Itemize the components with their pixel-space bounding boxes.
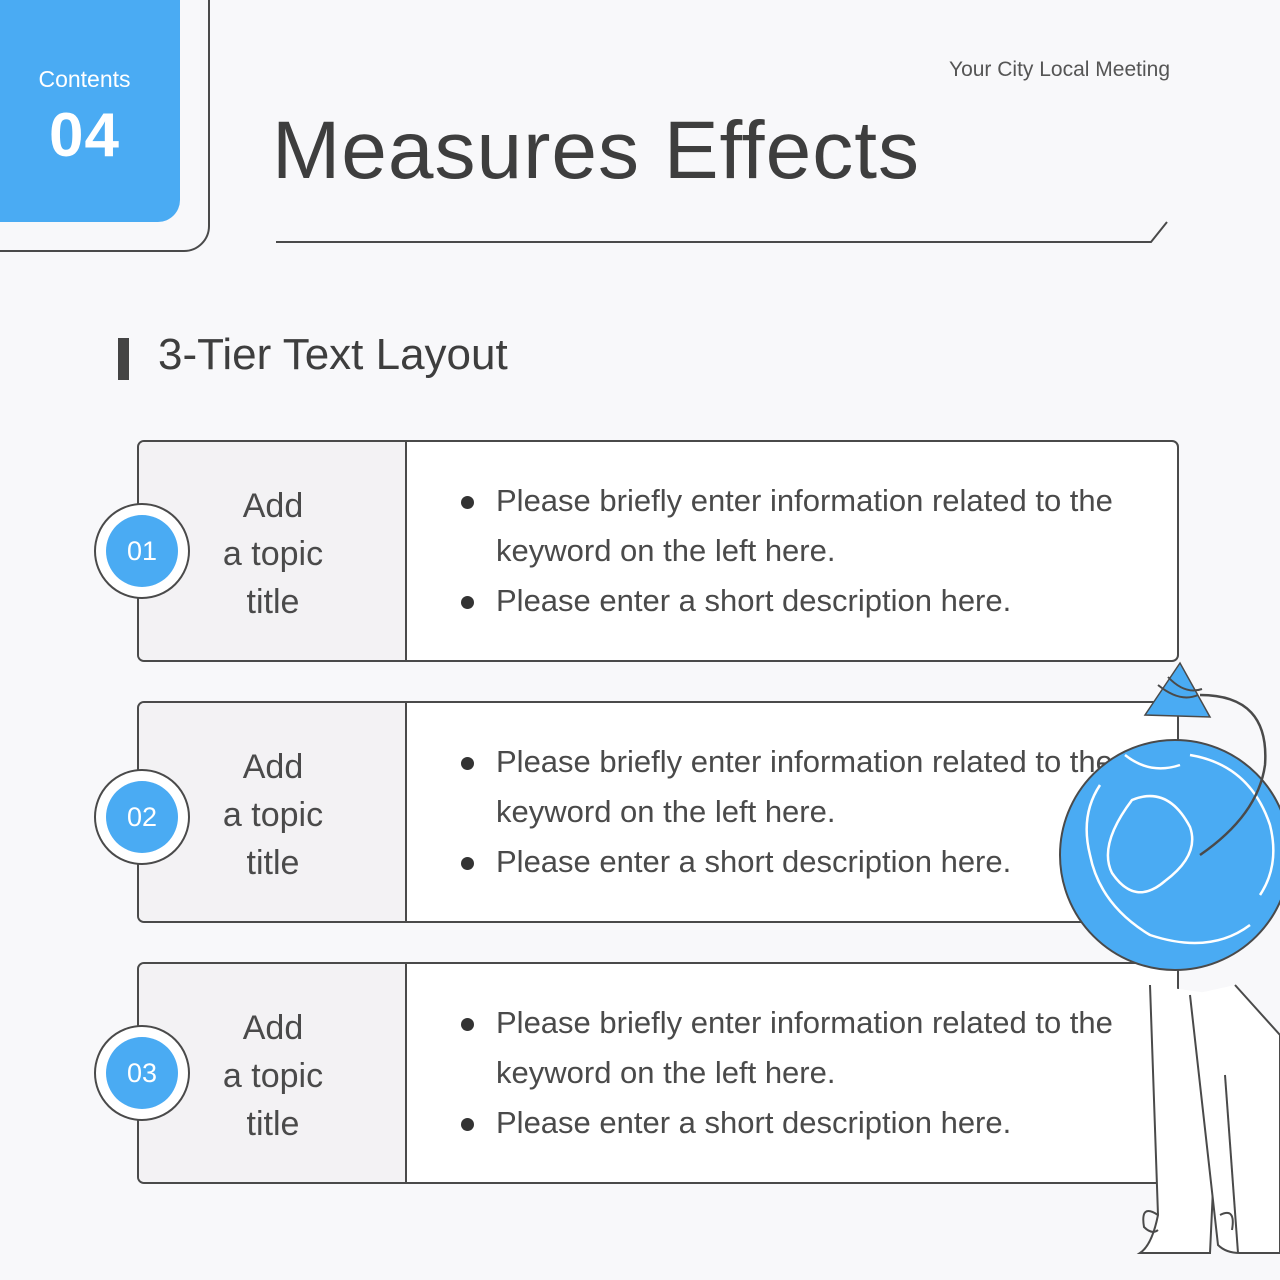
- topic-title-line: a topic: [222, 1057, 324, 1095]
- row-number: 03: [106, 1037, 178, 1109]
- description-list: Please briefly enter information related…: [459, 998, 1159, 1148]
- row-number: 02: [106, 781, 178, 853]
- title-underline: [276, 221, 1168, 243]
- meeting-name: Your City Local Meeting: [948, 58, 1170, 81]
- page-title: Measures Effects: [272, 105, 920, 196]
- row-number-badge: 01: [94, 503, 190, 599]
- tier-row-1: Add a topic title Please briefly enter i…: [137, 440, 1179, 662]
- topic-title: Add a topic title: [139, 482, 407, 626]
- topic-title-line: a topic: [222, 535, 324, 573]
- topic-title-line: a topic: [222, 796, 324, 834]
- globe-head-figure-icon: [1059, 661, 1280, 1254]
- section-number: 04: [49, 101, 120, 170]
- contents-label: Contents: [38, 66, 131, 92]
- row-number: 01: [106, 515, 178, 587]
- subheading: 3-Tier Text Layout: [158, 330, 508, 379]
- description-item: Please enter a short description here.: [459, 576, 1159, 626]
- topic-title-line: title: [246, 583, 300, 621]
- section-badge: Contents 04: [0, 0, 180, 222]
- subheading-marker: [118, 338, 129, 380]
- topic-title-line: Add: [242, 1009, 304, 1047]
- row-number-badge: 02: [94, 769, 190, 865]
- description-item: Please briefly enter information related…: [459, 737, 1159, 837]
- topic-title-line: Add: [242, 487, 304, 525]
- description-list: Please briefly enter information related…: [459, 737, 1159, 887]
- topic-title-line: title: [246, 844, 300, 882]
- description-item: Please enter a short description here.: [459, 837, 1159, 887]
- description-item: Please enter a short description here.: [459, 1098, 1159, 1148]
- topic-title-line: title: [246, 1105, 300, 1143]
- topic-title: Add a topic title: [139, 1004, 407, 1148]
- tier-row-2: Add a topic title Please briefly enter i…: [137, 701, 1179, 923]
- description-item: Please briefly enter information related…: [459, 998, 1159, 1098]
- description-list: Please briefly enter information related…: [459, 476, 1159, 626]
- section-corner-frame: Contents 04: [0, 0, 210, 252]
- description-item: Please briefly enter information related…: [459, 476, 1159, 576]
- tier-row-3: Add a topic title Please briefly enter i…: [137, 962, 1179, 1184]
- topic-title-line: Add: [242, 748, 304, 786]
- topic-title: Add a topic title: [139, 743, 407, 887]
- row-number-badge: 03: [94, 1025, 190, 1121]
